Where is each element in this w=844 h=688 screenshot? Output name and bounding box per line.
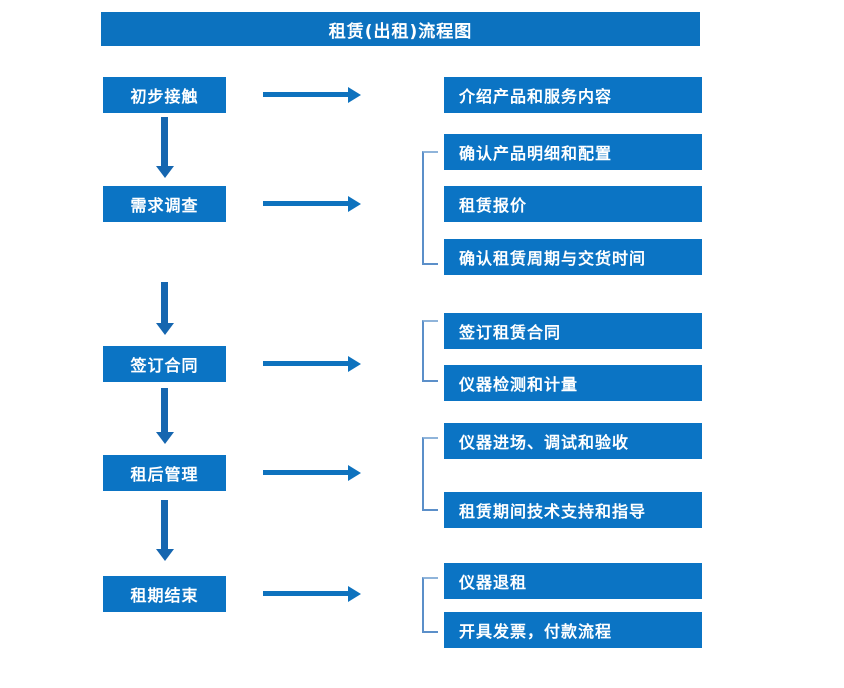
arrow-head-icon bbox=[348, 585, 361, 602]
detail-box-9[interactable]: 仪器退租 bbox=[444, 563, 702, 599]
arrow-head-icon bbox=[348, 86, 361, 103]
group-bracket-3 bbox=[422, 320, 438, 382]
arrow-head-icon bbox=[348, 355, 361, 372]
arrow-head-icon bbox=[155, 166, 174, 178]
stage-box-5[interactable]: 租期结束 bbox=[103, 576, 226, 612]
flow-arrow-down-2 bbox=[155, 282, 174, 335]
detail-box-3[interactable]: 租赁报价 bbox=[444, 186, 702, 222]
flow-arrow-right-2 bbox=[263, 195, 361, 212]
detail-box-2[interactable]: 确认产品明细和配置 bbox=[444, 134, 702, 170]
group-bracket-4 bbox=[422, 437, 438, 511]
detail-box-1[interactable]: 介绍产品和服务内容 bbox=[444, 77, 702, 113]
flow-arrow-right-4 bbox=[263, 464, 361, 481]
group-bracket-5 bbox=[422, 577, 438, 633]
flow-arrow-down-3 bbox=[155, 388, 174, 444]
arrow-head-icon bbox=[348, 464, 361, 481]
arrow-head-icon bbox=[155, 549, 174, 561]
arrow-head-icon bbox=[348, 195, 361, 212]
flow-arrow-down-1 bbox=[155, 117, 174, 178]
arrow-head-icon bbox=[155, 432, 174, 444]
arrow-head-icon bbox=[155, 323, 174, 335]
stage-box-2[interactable]: 需求调查 bbox=[103, 186, 226, 222]
group-bracket-2 bbox=[422, 151, 438, 265]
detail-box-7[interactable]: 仪器进场、调试和验收 bbox=[444, 423, 702, 459]
flow-arrow-right-1 bbox=[263, 86, 361, 103]
flow-arrow-down-4 bbox=[155, 500, 174, 561]
detail-box-6[interactable]: 仪器检测和计量 bbox=[444, 365, 702, 401]
chart-title: 租赁(出租)流程图 bbox=[101, 12, 700, 46]
stage-box-1[interactable]: 初步接触 bbox=[103, 77, 226, 113]
detail-box-4[interactable]: 确认租赁周期与交货时间 bbox=[444, 239, 702, 275]
flow-arrow-right-5 bbox=[263, 585, 361, 602]
flow-arrow-right-3 bbox=[263, 355, 361, 372]
stage-box-3[interactable]: 签订合同 bbox=[103, 346, 226, 382]
detail-box-8[interactable]: 租赁期间技术支持和指导 bbox=[444, 492, 702, 528]
detail-box-10[interactable]: 开具发票，付款流程 bbox=[444, 612, 702, 648]
detail-box-5[interactable]: 签订租赁合同 bbox=[444, 313, 702, 349]
stage-box-4[interactable]: 租后管理 bbox=[103, 455, 226, 491]
